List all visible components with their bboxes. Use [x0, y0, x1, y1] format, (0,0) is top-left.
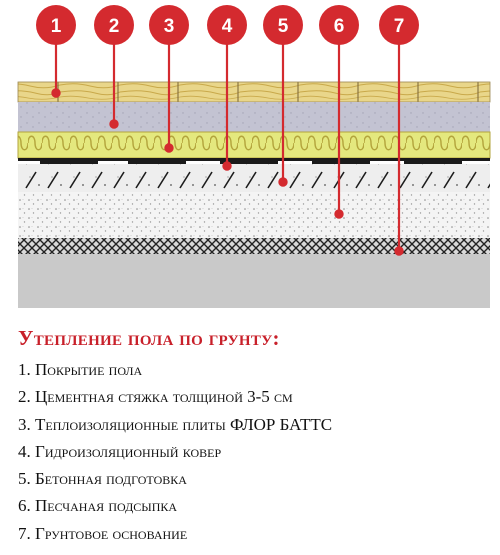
callout-2-number: 2 — [109, 16, 120, 37]
callout-3-number: 3 — [164, 16, 175, 37]
layer-floor-covering — [17, 81, 491, 103]
layer-insulation — [17, 131, 491, 159]
floor-layers-diagram: 1 2 3 4 5 6 7 — [17, 5, 491, 308]
legend-title: Утепление пола по грунту: — [18, 326, 280, 350]
legend-item-concrete-base: 5. Бетонная подготовка — [18, 469, 187, 489]
legend-item-insulation: 3. Теплоизоляционные плиты ФЛОР БАТТС — [18, 414, 333, 434]
callout-7-number: 7 — [394, 16, 405, 37]
callout-6-number: 6 — [334, 16, 345, 37]
legend-item-ground: 7. Грунтовое основание — [18, 523, 188, 543]
callout-4-number: 4 — [222, 16, 233, 37]
layer-waterproofing — [18, 158, 490, 164]
callout-3: 3 — [149, 5, 189, 45]
legend-item-cement-screed: 2. Цементная стяжка толщиной 3-5 см — [18, 387, 293, 407]
layer-ground-mesh — [18, 238, 490, 254]
callout-6: 6 — [319, 5, 359, 45]
legend-item-sand-fill: 6. Песчаная подсыпка — [18, 496, 178, 516]
legend-item-waterproofing: 4. Гидроизоляционный ковер — [18, 441, 222, 461]
callout-1: 1 — [36, 5, 76, 45]
callout-5-number: 5 — [278, 16, 289, 37]
legend-item-floor-covering: 1. Покрытие пола — [18, 360, 143, 379]
layer-sand-fill — [18, 192, 490, 238]
layer-cement-screed — [18, 102, 490, 132]
callout-5: 5 — [263, 5, 303, 45]
callout-7: 7 — [379, 5, 419, 45]
legend-list: 1. Покрытие пола 2. Цементная стяжка тол… — [18, 356, 332, 547]
layer-concrete-base — [18, 164, 490, 192]
layer-ground — [18, 254, 490, 308]
callout-1-number: 1 — [51, 16, 62, 37]
callout-2: 2 — [94, 5, 134, 45]
callout-4: 4 — [207, 5, 247, 45]
